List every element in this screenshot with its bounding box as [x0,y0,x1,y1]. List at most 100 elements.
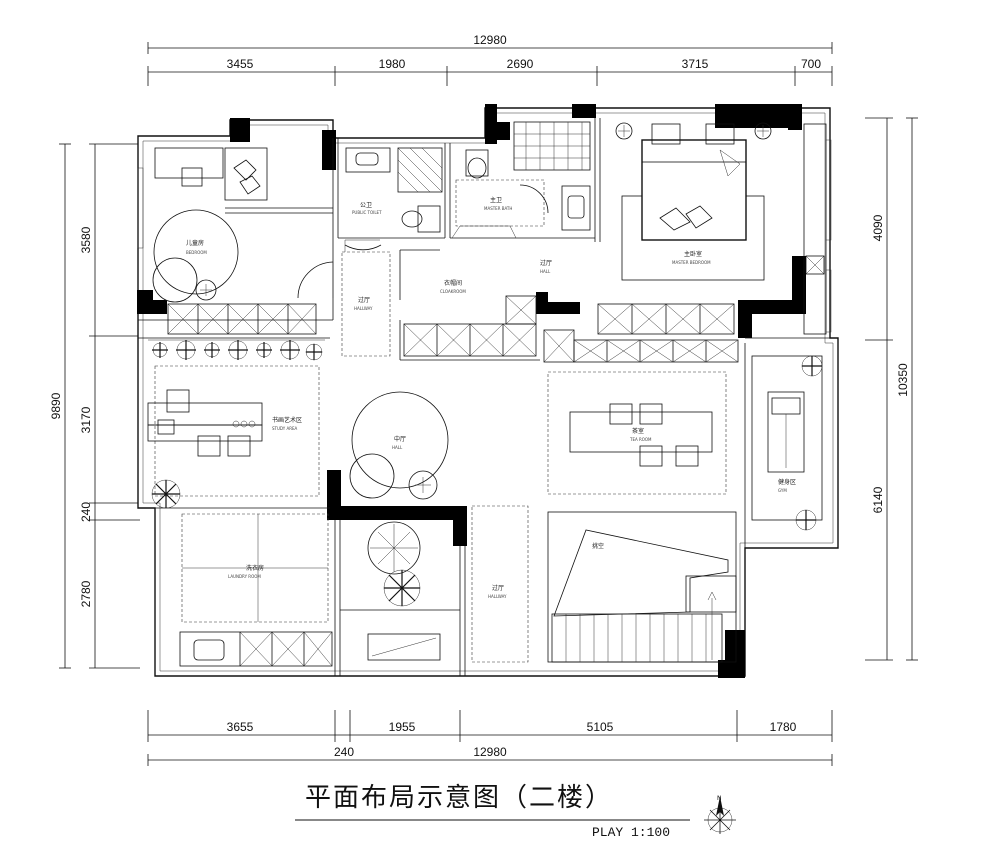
dim-left-4: 2780 [79,580,93,607]
public-bath-label-en: PUBLIC TOILET [352,210,382,215]
chair [227,435,251,457]
gym-area [751,355,823,521]
window-right [825,139,832,241]
nightstand-lamp-icon [754,122,772,140]
cloakroom-label: 衣帽间 [444,279,462,287]
cloakroom-label-en: CLOAKROOM [440,289,466,294]
hall-2-label: 过厅 [358,296,370,304]
drawing-scale: PLAY 1:100 [592,825,670,840]
middle-hall-label: 中厅 [394,435,406,443]
top-dimensions: 12980 3455 1980 2690 3715 700 [147,33,833,86]
master-bedroom-label-en: MASTER BEDROOM [672,260,711,265]
hallway-south: 过厅 HALLWAY [471,505,529,663]
left-dimensions: 9890 3580 3170 240 2780 [49,143,140,669]
laundry-label-en: LAUNDRY ROOM [228,574,261,579]
pillow [705,123,735,145]
plant-icon [795,355,823,531]
dim-top-1: 3455 [227,57,254,71]
drawing-title: 平面布局示意图（二楼） [305,783,613,813]
dim-top-5: 700 [801,57,821,71]
wardrobe [167,303,317,335]
dim-bottom-1: 3655 [227,720,254,734]
laundry-sink [193,639,225,661]
dim-right-total: 10350 [896,363,910,397]
dim-bottom-3: 5105 [587,720,614,734]
study-rug [154,365,320,497]
dim-right-2: 6140 [871,486,885,513]
middle-hall: 中厅 HALL [349,391,449,500]
tea-room: 茶室 TEA ROOM [547,371,727,495]
plant-icon [151,479,181,509]
gym-label-en: GYM [778,488,787,493]
dim-right-1: 4090 [871,214,885,241]
study-label: 书画艺术区 [272,416,302,424]
hall-area: 过厅 HALLWAY 过厅 HALL 衣帽间 CLOAKROOM [341,225,739,363]
public-bath-label: 公卫 [360,202,372,209]
tea-room-label-en: TEA ROOM [629,437,652,442]
dim-left-3: 240 [79,502,93,522]
planter-box [367,633,441,661]
dim-bottom-2: 1955 [389,720,416,734]
kids-room-label-en: BEDROOM [186,250,207,255]
dim-left-1: 3580 [79,226,93,253]
middle-hall-label-en: HALL [392,445,403,450]
hall-2-label-en: HALLWAY [354,306,373,311]
floor-lamp-icon [195,279,217,301]
void-stairs: 挑空 [547,511,737,663]
dim-top-2: 1980 [379,57,406,71]
master-bedroom-label: 主卧室 [684,250,702,258]
public-bath: 公卫 PUBLIC TOILET [344,147,443,251]
laundry-cabinet [179,631,333,667]
right-dimensions: 4090 6140 10350 [865,117,918,661]
dim-left-total: 9890 [49,392,63,419]
study-area: 书画艺术区 STUDY AREA [147,339,325,509]
laundry-label: 洗衣房 [246,564,264,572]
title-block: 平面布局示意图（二楼） PLAY 1:100 N [295,783,736,840]
compass-icon: N [704,795,736,834]
master-bedroom: 主卧室 MASTER BEDROOM [615,122,832,335]
desk [154,147,224,179]
round-table [367,521,421,575]
bottom-dimensions: 3655 1955 5105 1780 240 12980 [147,710,833,766]
floor-lamp-icon [408,470,438,500]
dim-top-3: 2690 [507,57,534,71]
hall-3-label-en: HALLWAY [488,594,507,599]
gym: 健身区 GYM [751,355,823,531]
dim-bottom-total: 12980 [473,745,507,759]
master-sink [561,185,591,231]
staircase [551,591,723,663]
hall-runner [341,251,391,357]
plant-icon [383,569,421,607]
study-label-en: STUDY AREA [272,426,298,431]
pillow-bench [224,147,268,201]
outer-walls [137,104,839,678]
chair [197,435,221,457]
toilet [417,205,441,233]
nightstand-lamp-icon [615,122,633,140]
dim-top-4: 3715 [682,57,709,71]
laundry: 洗衣房 LAUNDRY ROOM [179,513,333,667]
void-label: 挑空 [592,542,604,550]
gym-label: 健身区 [778,478,796,486]
svg-text:N: N [717,795,722,802]
master-toilet [465,149,489,177]
pillow [651,123,681,145]
dim-top-total: 12980 [473,33,507,47]
tea-room-label: 茶室 [632,427,644,435]
dim-bottom-4: 1780 [770,720,797,734]
hall-1-label: 过厅 [540,259,552,267]
sink [345,147,391,173]
tea-table [569,411,713,453]
shower-tray [397,147,443,193]
double-bed [641,139,747,241]
desk-chair [181,167,203,187]
treadmill [767,391,805,473]
window-left [137,167,144,249]
planter-area [367,521,441,661]
plant-row-icon [152,340,323,361]
kids-room-label: 儿童房 [186,239,204,247]
hall-1-label-en: HALL [540,269,551,274]
dim-left-2: 3170 [79,406,93,433]
dim-bottom-extra: 240 [334,745,354,759]
